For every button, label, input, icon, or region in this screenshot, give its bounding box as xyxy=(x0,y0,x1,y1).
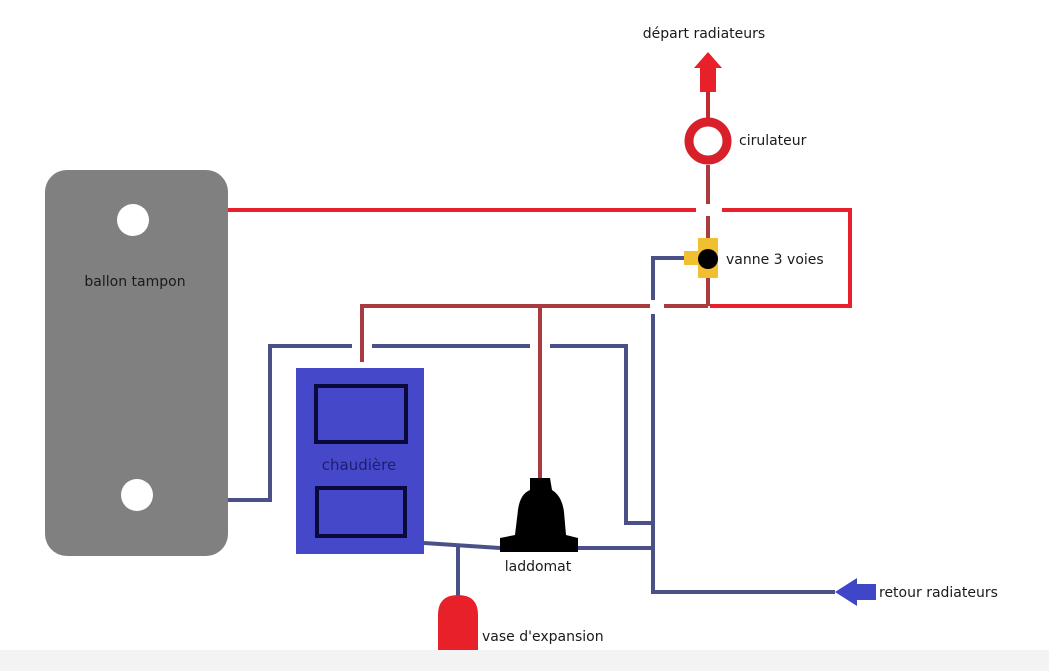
hot-pipe-bypass-loop xyxy=(710,208,852,308)
depart-arrow-icon xyxy=(694,52,722,92)
boiler-return-pipe xyxy=(423,541,501,550)
retour-label: retour radiateurs xyxy=(879,585,998,601)
vanne-3-voies-icon xyxy=(698,249,718,269)
circulateur-icon xyxy=(684,117,732,165)
vase-label: vase d'expansion xyxy=(482,629,604,645)
tank-port-top xyxy=(117,204,149,236)
vase-expansion-icon xyxy=(438,595,478,650)
ballon-tampon xyxy=(45,170,228,556)
cold-pipe-right-loop xyxy=(550,344,653,525)
depart-label: départ radiateurs xyxy=(643,26,765,42)
laddomat-label: laddomat xyxy=(505,559,572,575)
chaudiere-upper-door xyxy=(314,384,408,444)
bottom-bar xyxy=(0,650,1049,671)
chaudiere-lower-door xyxy=(315,486,407,538)
cold-pipe-valve xyxy=(651,256,684,300)
boiler-hot-pipe xyxy=(360,304,650,362)
circulateur-label: cirulateur xyxy=(739,133,807,149)
retour-arrow-icon xyxy=(835,578,876,606)
ballon-label: ballon tampon xyxy=(84,274,185,290)
cold-return-pipe xyxy=(651,314,835,594)
tank-port-bottom xyxy=(121,479,153,511)
vanne-label: vanne 3 voies xyxy=(726,252,824,268)
valve-side-port xyxy=(684,251,700,265)
cold-pipe-tank xyxy=(228,344,352,502)
chaudiere-label: chaudière xyxy=(322,456,396,474)
laddomat-icon xyxy=(500,478,578,552)
